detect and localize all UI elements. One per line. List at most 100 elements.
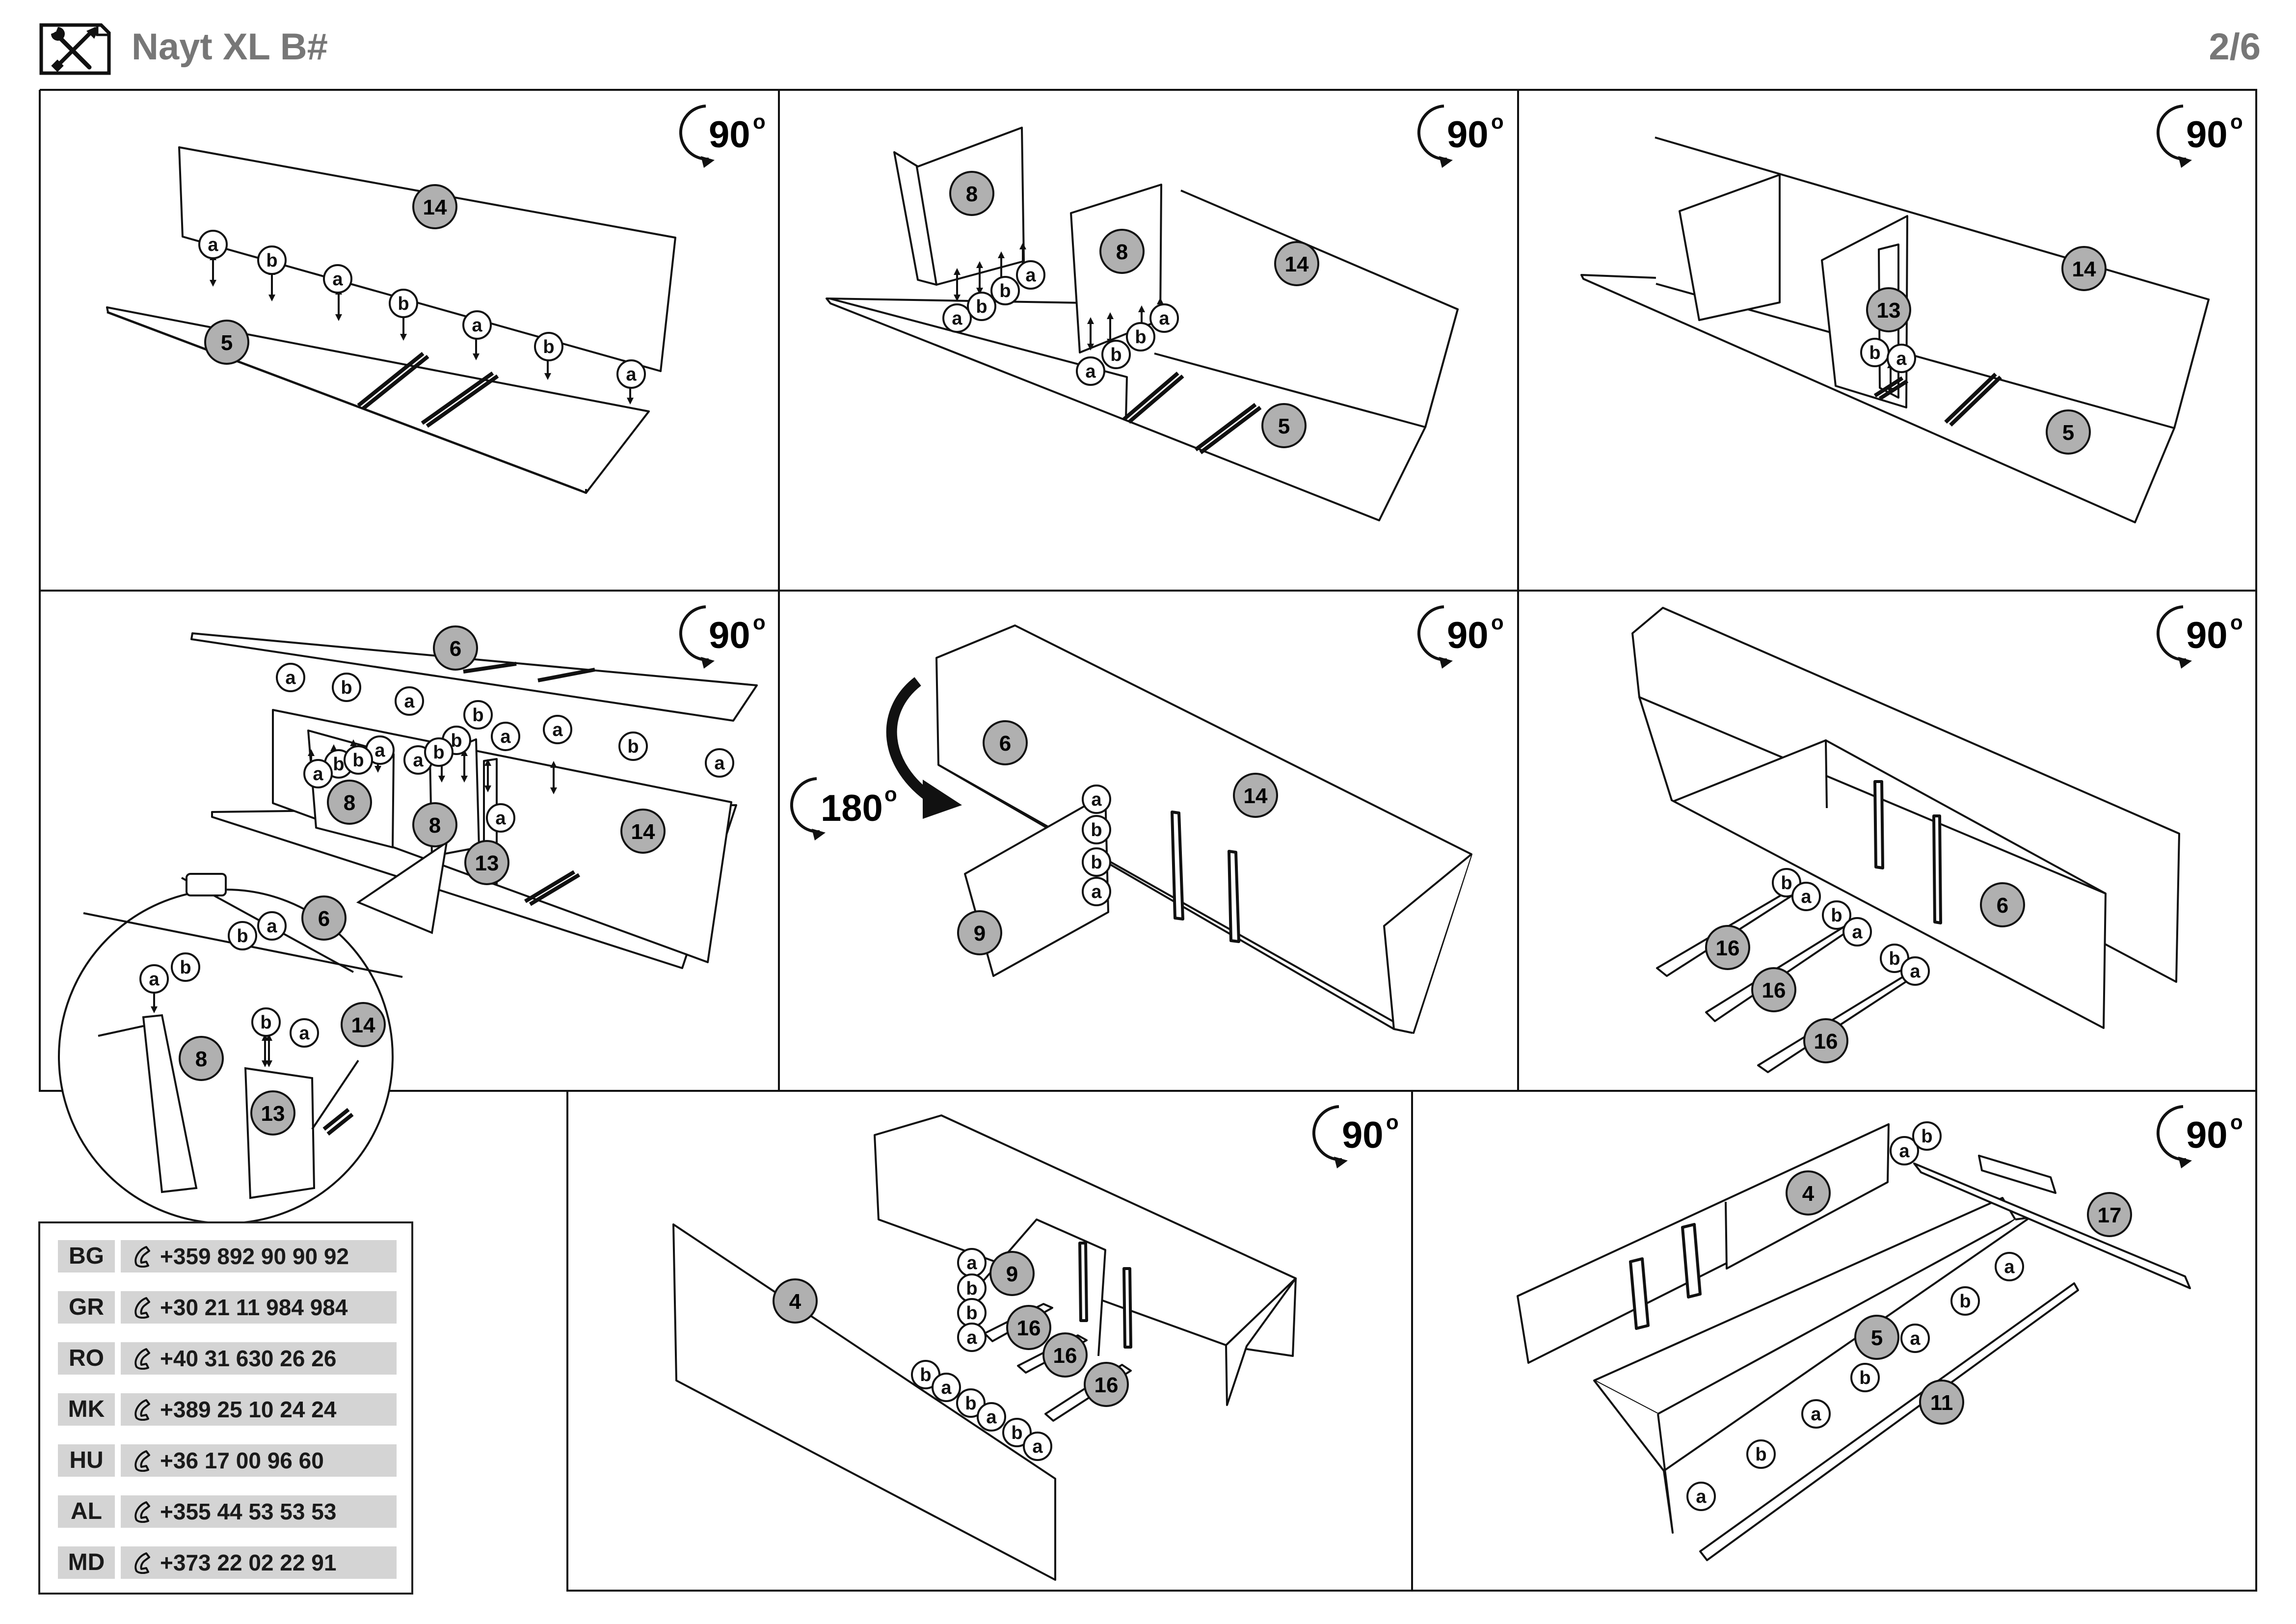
fastener-badge: a <box>1995 1252 2024 1281</box>
svg-text:a: a <box>552 720 563 740</box>
rotate-90-marker: 90 o <box>1419 106 1504 168</box>
phone-icon <box>134 1450 150 1472</box>
svg-text:90: 90 <box>1342 1114 1384 1156</box>
fastener-badge: a <box>942 303 972 333</box>
country-code: BG <box>58 1240 115 1272</box>
svg-text:o: o <box>2230 110 2243 133</box>
fastener-badge: a <box>395 686 424 716</box>
contact-row: AL +355 44 53 53 53 <box>58 1495 397 1528</box>
fastener-badge: b <box>957 1298 987 1327</box>
svg-text:16: 16 <box>1716 936 1740 960</box>
fastener-badge: a <box>1890 1136 1919 1165</box>
svg-text:a: a <box>1910 1328 1921 1349</box>
phone-link[interactable]: +373 22 02 22 91 <box>121 1546 397 1579</box>
phone-link[interactable]: +389 25 10 24 24 <box>121 1393 397 1426</box>
svg-text:8: 8 <box>429 813 441 838</box>
svg-text:17: 17 <box>2098 1203 2122 1227</box>
rotate-180-marker: 180 o <box>792 779 897 840</box>
fastener-badge: a <box>1016 260 1045 290</box>
fastener-badge: b <box>1822 900 1851 930</box>
part-badge: 5 <box>1261 403 1307 448</box>
phone-number: +359 892 90 90 92 <box>160 1244 349 1269</box>
part-badge: 13 <box>464 840 509 885</box>
part-badge: 6 <box>433 625 478 671</box>
step-8-drawing <box>1517 1123 2191 1561</box>
svg-text:13: 13 <box>261 1102 285 1126</box>
part-badge: 14 <box>1233 773 1278 818</box>
svg-text:13: 13 <box>1877 298 1901 323</box>
svg-text:b: b <box>398 294 409 314</box>
contact-row: MD +373 22 02 22 91 <box>58 1546 397 1579</box>
svg-text:4: 4 <box>1802 1182 1815 1206</box>
svg-text:a: a <box>413 750 424 771</box>
page-number: 2/6 <box>2209 26 2261 68</box>
svg-text:4: 4 <box>789 1290 801 1314</box>
fastener-badge: a <box>323 264 352 294</box>
fastener-badge: b <box>228 921 257 950</box>
fastener-badge: b <box>1082 847 1111 877</box>
rotate-90-marker: 90 o <box>2158 1107 2243 1168</box>
fastener-badge: b <box>1850 1363 1880 1392</box>
fastener-badge: a <box>977 1402 1006 1432</box>
country-code: MK <box>58 1393 115 1426</box>
fastener-badge: a <box>462 310 492 340</box>
svg-text:14: 14 <box>2072 257 2096 281</box>
curved-arrow-head <box>923 780 962 819</box>
svg-text:16: 16 <box>1762 978 1786 1002</box>
svg-text:a: a <box>332 269 343 290</box>
phone-number: +36 17 00 96 60 <box>160 1448 324 1473</box>
phone-link[interactable]: +30 21 11 984 984 <box>121 1291 397 1324</box>
svg-text:b: b <box>543 337 554 357</box>
svg-text:b: b <box>352 750 364 771</box>
svg-text:90: 90 <box>2186 615 2228 656</box>
fastener-badge: a <box>616 359 646 389</box>
svg-text:a: a <box>285 668 296 688</box>
contact-row: BG +359 892 90 90 92 <box>58 1240 397 1272</box>
contacts-table: BG +359 892 90 90 92 GR +30 21 11 984 98… <box>38 1221 413 1595</box>
svg-text:o: o <box>2230 1110 2243 1134</box>
svg-text:5: 5 <box>2062 421 2074 445</box>
part-badge: 16 <box>1084 1362 1129 1407</box>
svg-text:b: b <box>627 736 639 757</box>
phone-link[interactable]: +359 892 90 90 92 <box>121 1240 397 1272</box>
fastener-badge: a <box>257 911 287 941</box>
fastener-badge: b <box>424 737 454 767</box>
fastener-badge: a <box>705 748 734 778</box>
svg-text:b: b <box>1755 1444 1766 1465</box>
svg-text:6: 6 <box>999 731 1011 756</box>
svg-text:a: a <box>952 308 962 329</box>
svg-text:8: 8 <box>1116 240 1128 264</box>
phone-link[interactable]: +36 17 00 96 60 <box>121 1444 397 1477</box>
country-code: GR <box>58 1291 115 1324</box>
svg-text:16: 16 <box>1814 1029 1838 1054</box>
part-badge: 8 <box>949 171 994 216</box>
svg-text:o: o <box>884 783 897 806</box>
fastener-badge: b <box>251 1007 281 1037</box>
svg-text:9: 9 <box>1006 1262 1018 1286</box>
svg-text:90: 90 <box>709 114 750 156</box>
svg-text:14: 14 <box>423 195 447 219</box>
svg-text:a: a <box>966 1253 977 1273</box>
phone-link[interactable]: +355 44 53 53 53 <box>121 1495 397 1528</box>
svg-text:b: b <box>976 297 987 317</box>
rotate-90-marker: 90 o <box>1419 607 1504 669</box>
svg-text:9: 9 <box>974 921 986 946</box>
phone-link[interactable]: +40 31 630 26 26 <box>121 1342 397 1375</box>
svg-text:b: b <box>237 926 248 947</box>
svg-text:b: b <box>1869 343 1880 363</box>
phone-icon <box>134 1501 150 1523</box>
svg-text:b: b <box>451 731 462 751</box>
svg-text:b: b <box>1959 1291 1971 1312</box>
svg-text:14: 14 <box>1244 784 1268 808</box>
country-code: MD <box>58 1546 115 1579</box>
country-code: RO <box>58 1342 115 1375</box>
fastener-badge: a <box>486 803 515 833</box>
fastener-badge: a <box>1082 877 1111 906</box>
phone-icon <box>134 1348 150 1370</box>
rotate-90-marker: 90 o <box>2158 607 2243 669</box>
svg-text:b: b <box>920 1365 931 1385</box>
svg-text:5: 5 <box>1278 414 1290 438</box>
phone-number: +30 21 11 984 984 <box>160 1295 348 1320</box>
phone-icon <box>134 1399 150 1421</box>
svg-text:90: 90 <box>1447 615 1489 656</box>
